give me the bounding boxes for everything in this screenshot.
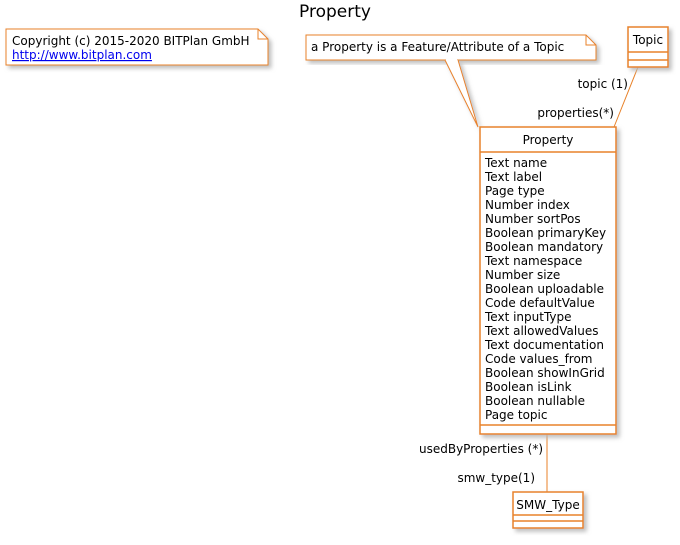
property-attribute: Code values_from bbox=[485, 352, 593, 366]
property-attribute: Number size bbox=[485, 268, 560, 282]
feature-note: a Property is a Feature/Attribute of a T… bbox=[305, 34, 597, 128]
property-attribute: Number index bbox=[485, 198, 570, 212]
property-attribute: Boolean mandatory bbox=[485, 240, 603, 254]
property-attribute: Text inputType bbox=[484, 310, 572, 324]
bitplan-link[interactable]: http://www.bitplan.com bbox=[12, 48, 152, 62]
properties-multiplicity: properties(*) bbox=[537, 106, 614, 120]
property-attribute: Page topic bbox=[485, 408, 547, 422]
diagram-title: Property bbox=[299, 2, 371, 22]
copyright-text: Copyright (c) 2015-2020 BITPlan GmbH bbox=[12, 34, 250, 48]
property-attribute: Boolean showInGrid bbox=[485, 366, 605, 380]
property-attribute: Number sortPos bbox=[485, 212, 581, 226]
property-attribute: Code defaultValue bbox=[485, 296, 595, 310]
topic-multiplicity: topic (1) bbox=[578, 77, 628, 91]
class-topic-name: Topic bbox=[632, 33, 663, 47]
property-attribute: Text label bbox=[484, 170, 542, 184]
class-topic[interactable]: Topic bbox=[627, 26, 669, 68]
class-smw-type[interactable]: SMW_Type bbox=[512, 491, 584, 529]
property-attribute: Boolean nullable bbox=[485, 394, 585, 408]
feature-note-text: a Property is a Feature/Attribute of a T… bbox=[311, 40, 564, 54]
class-property-name: Property bbox=[523, 133, 574, 147]
usedbyproperties-multiplicity: usedByProperties (*) bbox=[419, 442, 543, 456]
copyright-note: Copyright (c) 2015-2020 BITPlan GmbH htt… bbox=[5, 28, 269, 66]
property-attribute: Boolean uploadable bbox=[485, 282, 604, 296]
association-topic-property bbox=[613, 66, 639, 128]
property-attribute: Text namespace bbox=[484, 254, 582, 268]
smw-type-multiplicity: smw_type(1) bbox=[457, 471, 535, 485]
class-smw-type-name: SMW_Type bbox=[516, 498, 579, 512]
property-attribute: Boolean isLink bbox=[485, 380, 572, 394]
property-attribute: Boolean primaryKey bbox=[485, 226, 606, 240]
property-attribute: Page type bbox=[485, 184, 545, 198]
property-attribute: Text documentation bbox=[484, 338, 604, 352]
property-attribute: Text name bbox=[484, 156, 547, 170]
property-attribute: Text allowedValues bbox=[484, 324, 598, 338]
